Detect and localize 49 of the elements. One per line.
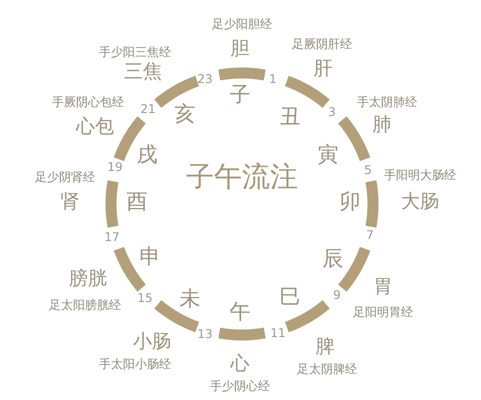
hour-number: 13 [197,328,213,340]
meridian-label: 足厥阴肝经 [292,38,352,50]
meridian-label: 足太阳膀胱经 [49,299,121,311]
meridian-label: 手厥阴心包经 [52,96,124,108]
organ-label: 胆 [230,40,250,58]
meridian-label: 足少阳胆经 [212,18,272,30]
organ-label: 肺 [372,116,392,134]
organ-label: 心 [230,354,250,374]
branch-label: 寅 [318,144,338,166]
meridian-label: 手少阳三焦经 [99,46,171,58]
hour-number: 5 [364,164,372,176]
organ-label: 膀胱 [69,270,107,288]
hour-number: 19 [107,161,123,173]
hour-number: 11 [270,327,286,339]
meridian-label: 手少阴心经 [210,380,270,392]
meridian-label: 手阳明大肠经 [384,169,456,181]
organ-label: 三焦 [124,62,162,82]
organ-label: 脾 [316,338,334,356]
branch-label: 丑 [280,106,300,128]
hour-number: 7 [366,229,374,241]
branch-label: 未 [180,288,200,310]
branch-label: 戌 [136,144,158,166]
organ-label: 心包 [76,118,114,136]
meridian-label: 手太阴肺经 [357,96,417,108]
hour-number: 15 [137,292,153,304]
hour-number: 3 [328,106,336,118]
branch-label: 申 [140,246,160,268]
diagram-title: 子午流注 [186,163,298,191]
organ-label: 肾 [60,192,80,212]
branch-label: 午 [230,302,250,322]
meridian-label: 手太阳小肠经 [99,358,171,370]
hour-number: 17 [104,231,120,243]
branch-label: 酉 [126,192,148,212]
branch-label: 子 [230,84,250,106]
meridian-label: 足阳明胃经 [353,306,413,318]
hour-number: 1 [269,73,277,85]
branch-label: 亥 [174,104,196,124]
organ-label: 胃 [374,278,392,296]
organ-label: 肝 [314,60,332,78]
organ-label: 大肠 [401,192,439,212]
organ-label: 小肠 [133,332,171,352]
branch-label: 辰 [322,248,344,270]
hour-number: 21 [140,103,156,115]
meridian-label: 足太阴脾经 [297,363,357,375]
meridian-label: 足少阴肾经 [35,171,95,183]
branch-label: 巳 [280,286,300,308]
hour-number: 9 [333,289,341,301]
hour-number: 23 [197,73,213,85]
branch-label: 卯 [340,192,360,212]
